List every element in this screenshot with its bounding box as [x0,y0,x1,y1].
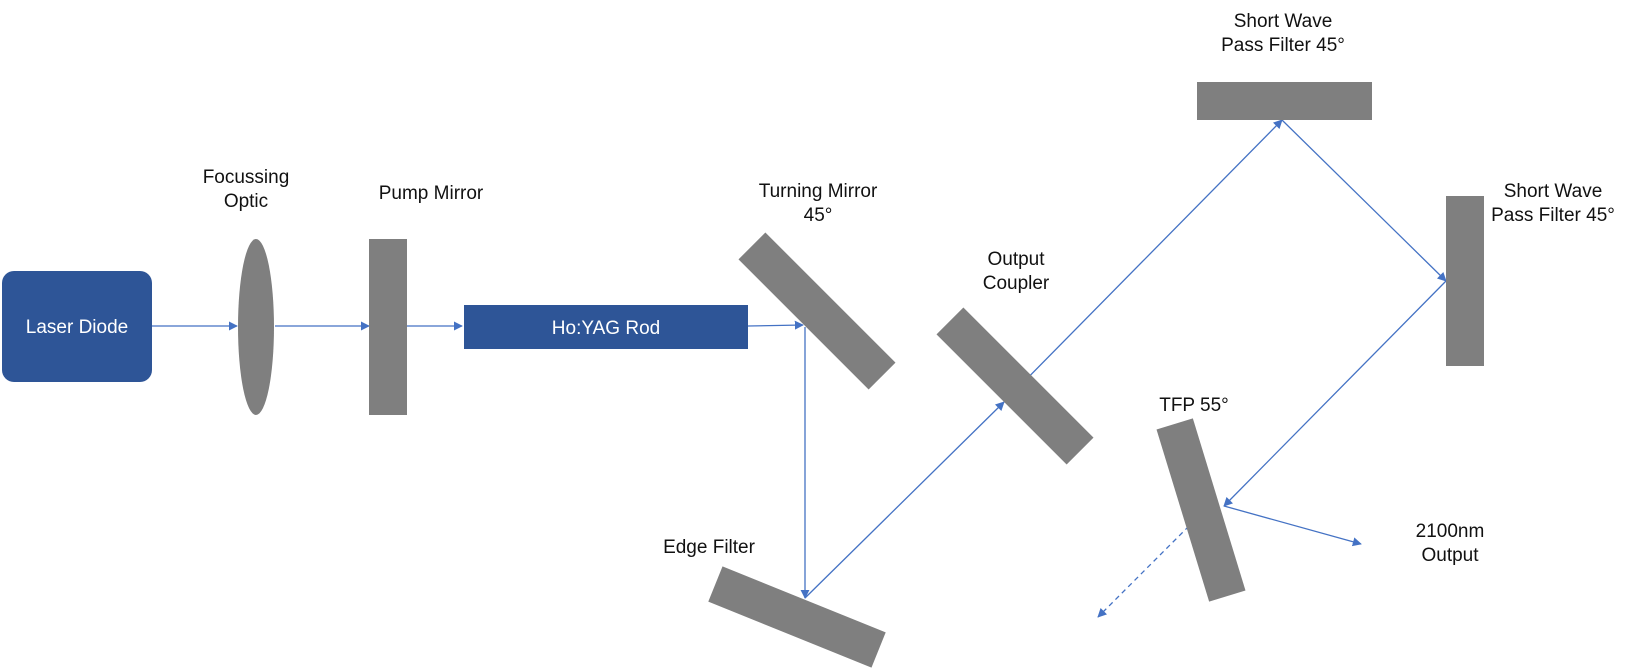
turning-mirror-label: Turning Mirror 45° [758,181,878,226]
swp-filter-top [1197,82,1372,120]
swp-filter-right-label: Short Wave Pass Filter 45° [1491,181,1615,226]
focussing-lens [238,239,274,415]
beam-rod-to-turning-mirror [747,320,804,330]
beam-swp-top-to-swp-right [1281,119,1447,282]
tfp-label: TFP 55° [1159,395,1229,416]
edge-filter-label: Edge Filter [663,537,755,558]
pump-mirror-label: Pump Mirror [378,183,484,204]
output-coupler-label: Output Coupler [982,249,1050,294]
laser-diode-box [2,271,152,382]
beam-tfp-to-output [1223,505,1362,547]
swp-filter-top-label: Short Wave Pass Filter 45° [1221,11,1345,56]
output-label: 2100nm Output [1415,521,1485,566]
beam-edge-filter-to-output-coupler [804,401,1005,599]
turning-mirror [738,232,896,390]
beam-tfp-rejected-dashed [1097,525,1190,618]
focussing-optic-label: Focussing Optic [202,167,290,212]
swp-filter-right [1446,196,1484,366]
pump-mirror [369,239,407,415]
laser-diode-label: Laser Diode [26,317,128,338]
output-coupler [936,307,1094,465]
beam-swp-right-to-tfp [1223,280,1447,507]
ho-yag-rod [464,305,748,349]
tfp-plate [1156,418,1246,602]
ho-yag-rod-label: Ho:YAG Rod [552,318,660,339]
edge-filter [708,566,886,668]
beam-output-coupler-to-swp-top [1003,119,1283,403]
